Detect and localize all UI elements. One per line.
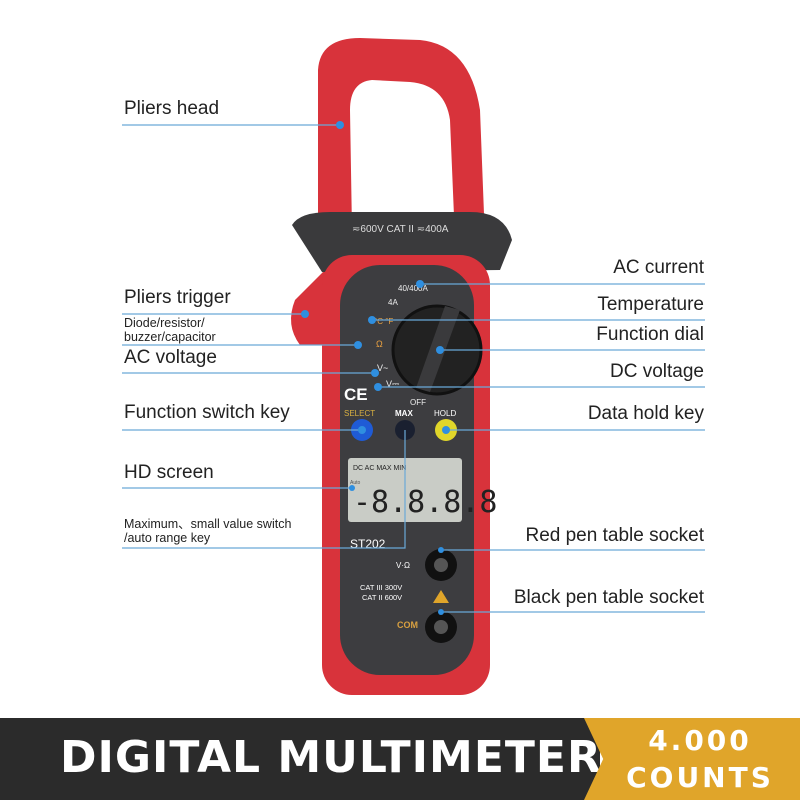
label-function-dial: Function dial: [596, 324, 704, 345]
range-vdc: V⎓: [386, 379, 399, 389]
label-function-switch-key: Function switch key: [124, 402, 290, 423]
banner-gold-bg: [584, 718, 800, 800]
cat-rating-2: CAT II 600V: [362, 593, 402, 602]
label-data-hold-key: Data hold key: [587, 403, 704, 424]
counts-value: 4.000: [648, 724, 752, 757]
model-name: ST202: [350, 537, 386, 551]
label-temperature: Temperature: [597, 294, 704, 315]
label-dc-voltage: DC voltage: [610, 361, 704, 382]
label-pliers-head: Pliers head: [124, 98, 220, 119]
pliers-trigger: [291, 270, 332, 345]
pointer-dots: [301, 121, 450, 615]
label-diode: Diode/resistor/ buzzer/capacitor: [124, 316, 216, 344]
label-hd-screen: HD screen: [124, 462, 214, 483]
label-max-min: Maximum、small value switch /auto range k…: [124, 517, 292, 545]
range-vac: V~: [377, 363, 388, 373]
banner-title: DIGITAL MULTIMETER: [60, 732, 602, 783]
label-red-socket: Red pen table socket: [525, 525, 704, 546]
rating-text: ≂600V CAT II ≂400A: [352, 224, 449, 235]
hold-label: HOLD: [434, 409, 456, 418]
label-pliers-trigger: Pliers trigger: [124, 287, 231, 308]
range-ohm: Ω: [376, 339, 383, 349]
socket-label: V·Ω: [396, 561, 410, 570]
label-black-socket: Black pen table socket: [513, 587, 704, 608]
leader-lines: [122, 124, 705, 613]
lcd-indicators: DC AC MAX MIN: [353, 465, 406, 472]
select-label: SELECT: [344, 409, 375, 418]
counts-label: COUNTS: [626, 761, 774, 794]
range-amp-low: 4A: [388, 298, 398, 307]
label-ac-current: AC current: [613, 257, 704, 278]
label-ac-voltage: AC voltage: [124, 347, 217, 368]
cat-rating-1: CAT III 300V: [360, 583, 402, 592]
com-label: COM: [397, 620, 418, 630]
range-off: OFF: [410, 398, 426, 407]
range-temp: °C °F: [374, 317, 393, 326]
pliers-head: [318, 38, 485, 240]
range-amp-high: 40/400A: [398, 284, 428, 293]
banner-dark-bg: [0, 718, 600, 800]
lcd-digits: -8.8.8.8: [353, 485, 498, 520]
warning-icon: [433, 590, 449, 603]
max-label: MAX: [395, 409, 413, 418]
lcd-auto: Auto: [350, 480, 361, 486]
counts-badge: 4.000 COUNTS: [615, 722, 785, 796]
ce-mark: CE: [344, 385, 368, 404]
bottom-banner: DIGITAL MULTIMETER 4.000 COUNTS: [0, 718, 800, 800]
